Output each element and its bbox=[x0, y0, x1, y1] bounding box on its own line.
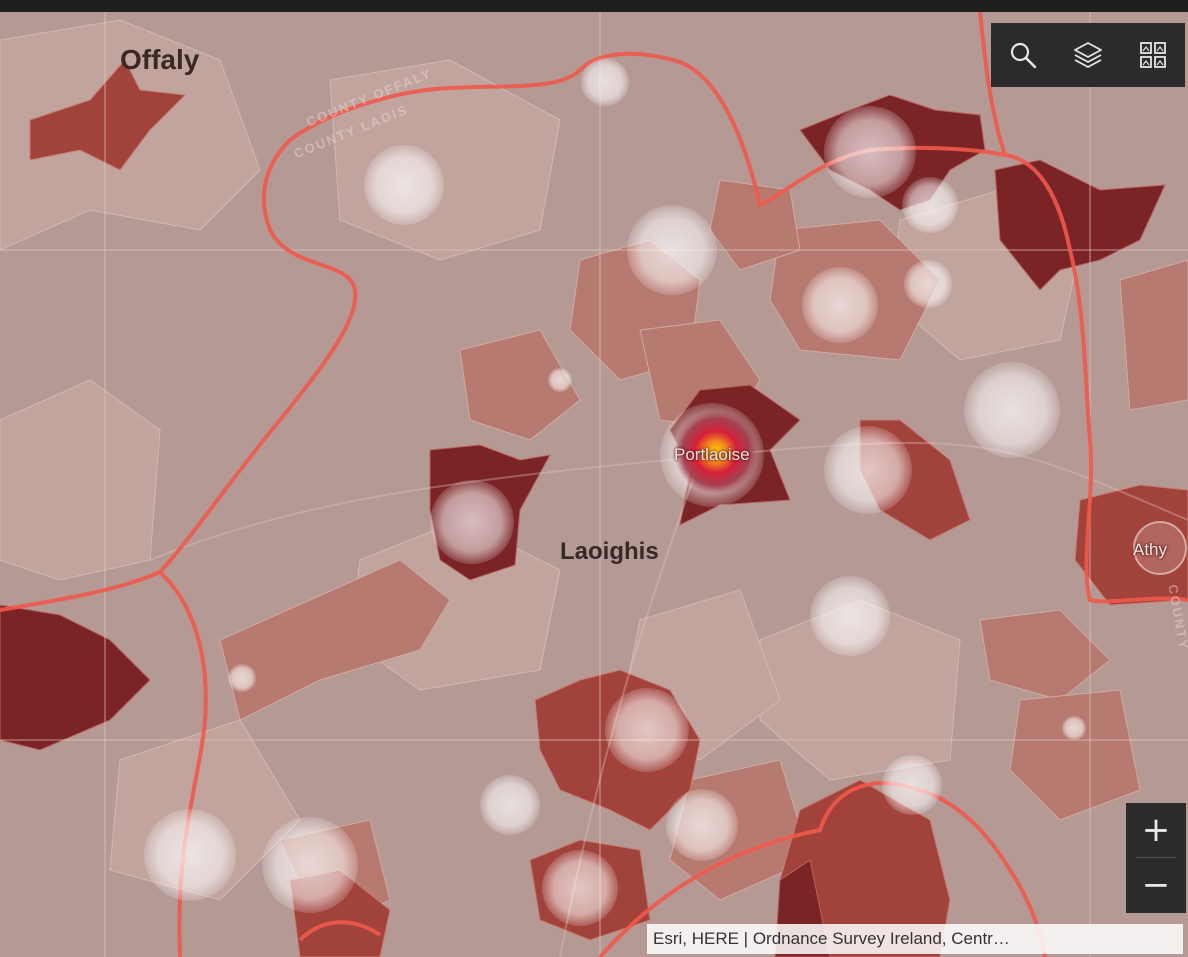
basemap-gallery-icon bbox=[1139, 42, 1166, 68]
map-toolbar bbox=[991, 23, 1185, 87]
county-label-laoighis: Laoighis bbox=[560, 538, 659, 565]
top-bar bbox=[0, 0, 1188, 12]
town-label-athy: Athy bbox=[1133, 540, 1168, 559]
map-canvas[interactable] bbox=[0, 12, 1188, 957]
map-attribution[interactable]: Esri, HERE | Ordnance Survey Ireland, Ce… bbox=[647, 924, 1183, 954]
zoom-out-button[interactable]: − bbox=[1141, 865, 1171, 905]
athy-marker bbox=[1133, 521, 1187, 575]
zoom-divider bbox=[1136, 857, 1176, 858]
search-button[interactable] bbox=[1001, 33, 1045, 77]
zoom-control: + − bbox=[1126, 803, 1186, 913]
map-view[interactable]: COUNTY OFFALY COUNTY LAOIS COUNTY Offaly… bbox=[0, 12, 1188, 957]
county-label-offaly: Offaly bbox=[120, 44, 200, 75]
layers-icon bbox=[1074, 42, 1102, 68]
zoom-in-button[interactable]: + bbox=[1141, 810, 1171, 850]
basemap-gallery-button[interactable] bbox=[1131, 33, 1175, 77]
portlaoise-hotspot bbox=[674, 410, 758, 494]
town-label-portlaoise: Portlaoise bbox=[674, 445, 750, 464]
search-icon bbox=[1011, 42, 1037, 69]
layers-button[interactable] bbox=[1066, 33, 1110, 77]
